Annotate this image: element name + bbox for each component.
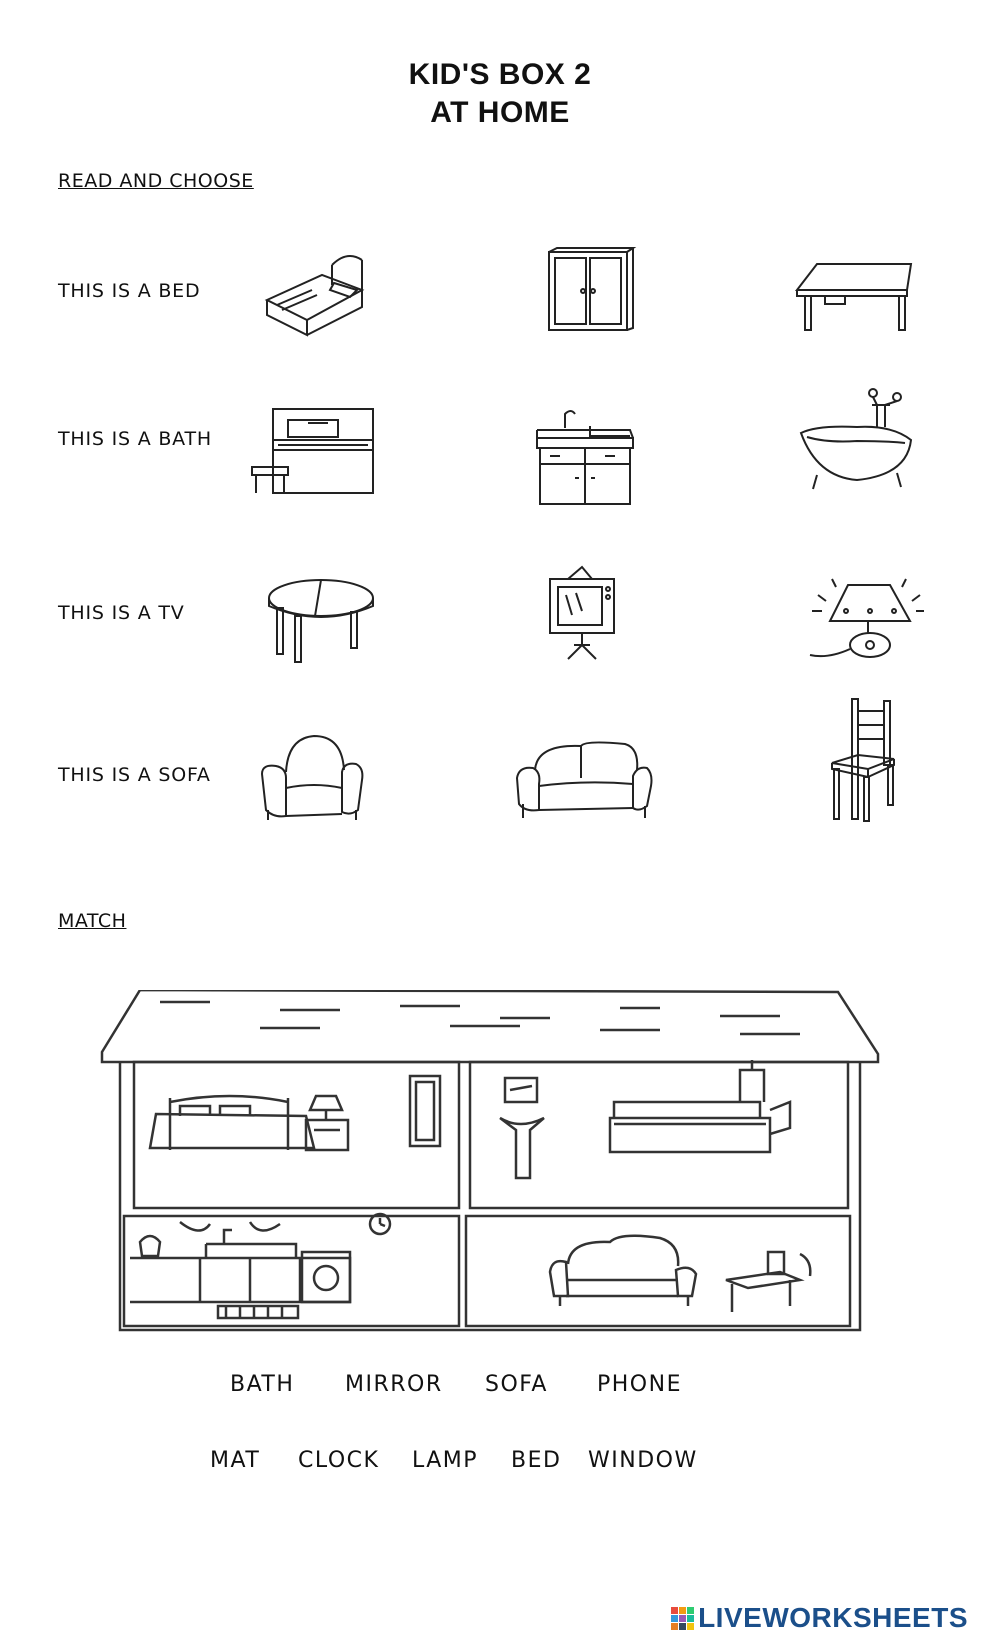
- word-clock[interactable]: CLOCK: [298, 1448, 380, 1473]
- logo-square: [687, 1614, 695, 1622]
- word-window[interactable]: WINDOW: [588, 1448, 698, 1473]
- match-heading: MATCH: [58, 910, 127, 932]
- liveworksheets-footer: LIVEWORKSHEETS: [671, 1601, 968, 1635]
- house-picture: [100, 990, 880, 1400]
- piano-picture-option[interactable]: [248, 405, 378, 497]
- liveworksheets-logo-icon: [671, 1606, 695, 1630]
- logo-square: [687, 1606, 695, 1614]
- sentence-2: THIS IS A BATH: [58, 428, 212, 450]
- lamp-picture-option[interactable]: [808, 575, 936, 663]
- liveworksheets-brand: LIVEWORKSHEETS: [698, 1602, 968, 1633]
- logo-square: [671, 1606, 679, 1614]
- worksheet-subtitle: AT HOME: [430, 96, 570, 129]
- word-bed[interactable]: BED: [511, 1448, 562, 1473]
- word-phone[interactable]: PHONE: [597, 1372, 682, 1397]
- table-picture-option[interactable]: [795, 262, 913, 332]
- sentence-3: THIS IS A TV: [58, 602, 185, 624]
- sofa-picture-option[interactable]: [515, 738, 653, 824]
- worksheet-title: KID'S BOX 2: [408, 58, 592, 91]
- bed-in-house: [170, 1096, 288, 1150]
- logo-square: [679, 1606, 687, 1614]
- logo-square: [687, 1622, 695, 1630]
- word-mirror[interactable]: MIRROR: [345, 1372, 443, 1397]
- chair-picture-option[interactable]: [828, 697, 896, 823]
- armchair-picture-option[interactable]: [258, 732, 366, 828]
- tv-picture-option[interactable]: [548, 565, 616, 660]
- cupboard-picture-option[interactable]: [545, 248, 633, 336]
- sentence-1: THIS IS A BED: [58, 280, 201, 302]
- word-mat[interactable]: MAT: [210, 1448, 261, 1473]
- sink-cabinet-picture-option[interactable]: [535, 408, 635, 506]
- logo-square: [671, 1622, 679, 1630]
- word-bath[interactable]: BATH: [230, 1372, 295, 1397]
- round-table-picture-option[interactable]: [265, 578, 377, 664]
- logo-square: [679, 1614, 687, 1622]
- bed-picture-option[interactable]: [262, 245, 367, 340]
- logo-square: [671, 1614, 679, 1622]
- word-sofa[interactable]: SOFA: [485, 1372, 548, 1397]
- logo-square: [679, 1622, 687, 1630]
- word-lamp[interactable]: LAMP: [412, 1448, 479, 1473]
- read-and-choose-heading: READ AND CHOOSE: [58, 170, 254, 192]
- bath-picture-option[interactable]: [797, 385, 915, 497]
- sentence-4: THIS IS A SOFA: [58, 764, 211, 786]
